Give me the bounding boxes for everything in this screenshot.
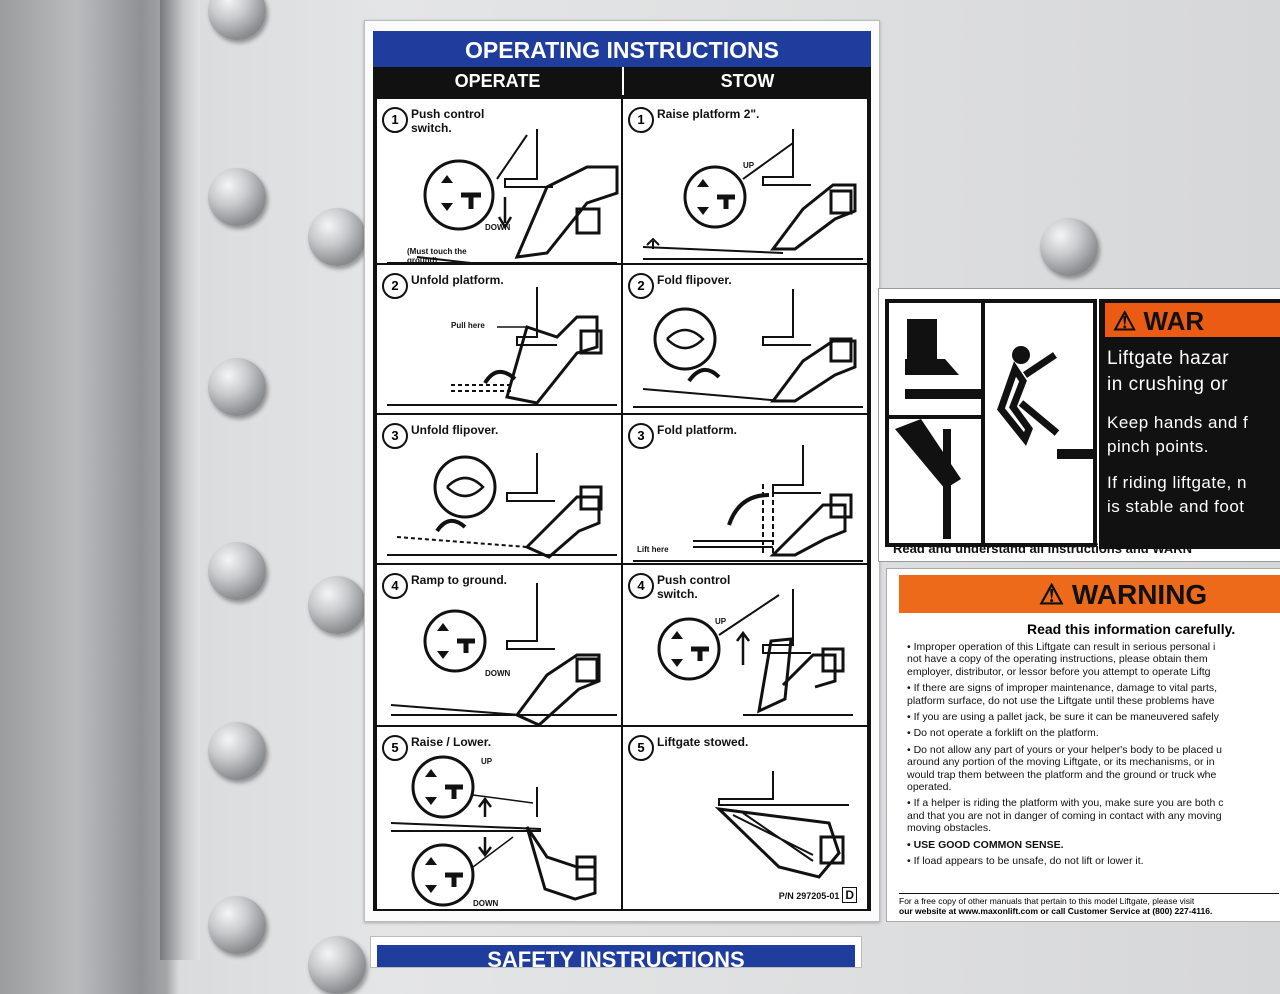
warning-list: • Improper operation of this Liftgate ca… bbox=[907, 641, 1224, 868]
rivet bbox=[1040, 218, 1098, 276]
operate-step-4: 4 Ramp to ground. DOWN bbox=[375, 563, 623, 727]
liftgate-diagram bbox=[387, 287, 617, 406]
instruction-grid: 1 Push control switch. DOWN (Must touch … bbox=[373, 95, 871, 911]
rivet bbox=[308, 208, 366, 266]
rivet bbox=[208, 722, 266, 780]
warning-banner: ⚠ WAR bbox=[1105, 303, 1280, 337]
decal-title: OPERATING INSTRUCTIONS bbox=[373, 31, 871, 67]
stow-step-4: 4 Push control switch. UP bbox=[621, 563, 869, 727]
liftgate-diagram bbox=[633, 445, 863, 562]
trailer-panel-edge bbox=[160, 0, 200, 960]
liftgate-diagram bbox=[714, 771, 849, 879]
col-stow: STOW bbox=[622, 67, 871, 95]
liftgate-diagram bbox=[657, 589, 853, 716]
stow-step-1: 1 Raise platform 2". UP bbox=[621, 97, 869, 265]
liftgate-diagram bbox=[387, 453, 617, 559]
liftgate-hazard-decal: ⚠ WAR Liftgate hazar in crushing or Keep… bbox=[878, 288, 1280, 562]
crush-hazard-icon bbox=[889, 303, 1097, 543]
stow-step-2: 2 Fold flipover. bbox=[621, 263, 869, 415]
hazard-footer: Read and understand all instructions and… bbox=[893, 541, 1193, 556]
col-operate: OPERATE bbox=[454, 71, 541, 91]
rivet bbox=[208, 358, 266, 416]
part-number: P/N 297205-01 bbox=[778, 891, 840, 901]
operate-step-2: 2 Unfold platform. Pull here bbox=[375, 263, 623, 415]
rivet bbox=[208, 896, 266, 954]
rivet bbox=[308, 936, 366, 994]
liftgate-diagram bbox=[387, 129, 619, 263]
liftgate-diagram bbox=[642, 129, 863, 260]
warning-subtitle: Read this information carefully. bbox=[1027, 621, 1236, 637]
rivet bbox=[208, 168, 266, 226]
liftgate-diagram bbox=[390, 583, 617, 725]
safety-instructions-decal: SAFETY INSTRUCTIONS bbox=[370, 936, 862, 968]
rivet bbox=[208, 0, 266, 40]
liftgate-diagram bbox=[390, 755, 597, 907]
operate-step-1: 1 Push control switch. DOWN (Must touch … bbox=[375, 97, 623, 265]
hazard-text-panel: ⚠ WAR Liftgate hazar in crushing or Keep… bbox=[1099, 299, 1280, 549]
revision-letter: D bbox=[842, 887, 857, 903]
hazard-pictograms bbox=[885, 299, 1097, 547]
rivet bbox=[208, 542, 266, 600]
rivet bbox=[308, 576, 366, 634]
operate-step-3: 3 Unfold flipover. bbox=[375, 413, 623, 565]
operate-step-5: 5 Raise / Lower. UP DOWN bbox=[375, 725, 623, 911]
liftgate-diagram bbox=[633, 289, 863, 408]
safety-title: SAFETY INSTRUCTIONS bbox=[377, 945, 855, 967]
warning-banner: ⚠ WARNING bbox=[899, 575, 1280, 613]
warning-footer: For a free copy of other manuals that pe… bbox=[899, 893, 1279, 916]
column-headers: OPERATE STOW bbox=[373, 67, 871, 95]
stow-step-3: 3 Fold platform. Lift here bbox=[621, 413, 869, 565]
warning-decal: ⚠ WARNING Read this information carefull… bbox=[886, 568, 1280, 922]
operating-instructions-decal: OPERATING INSTRUCTIONS OPERATE STOW 1 Pu… bbox=[364, 20, 880, 922]
